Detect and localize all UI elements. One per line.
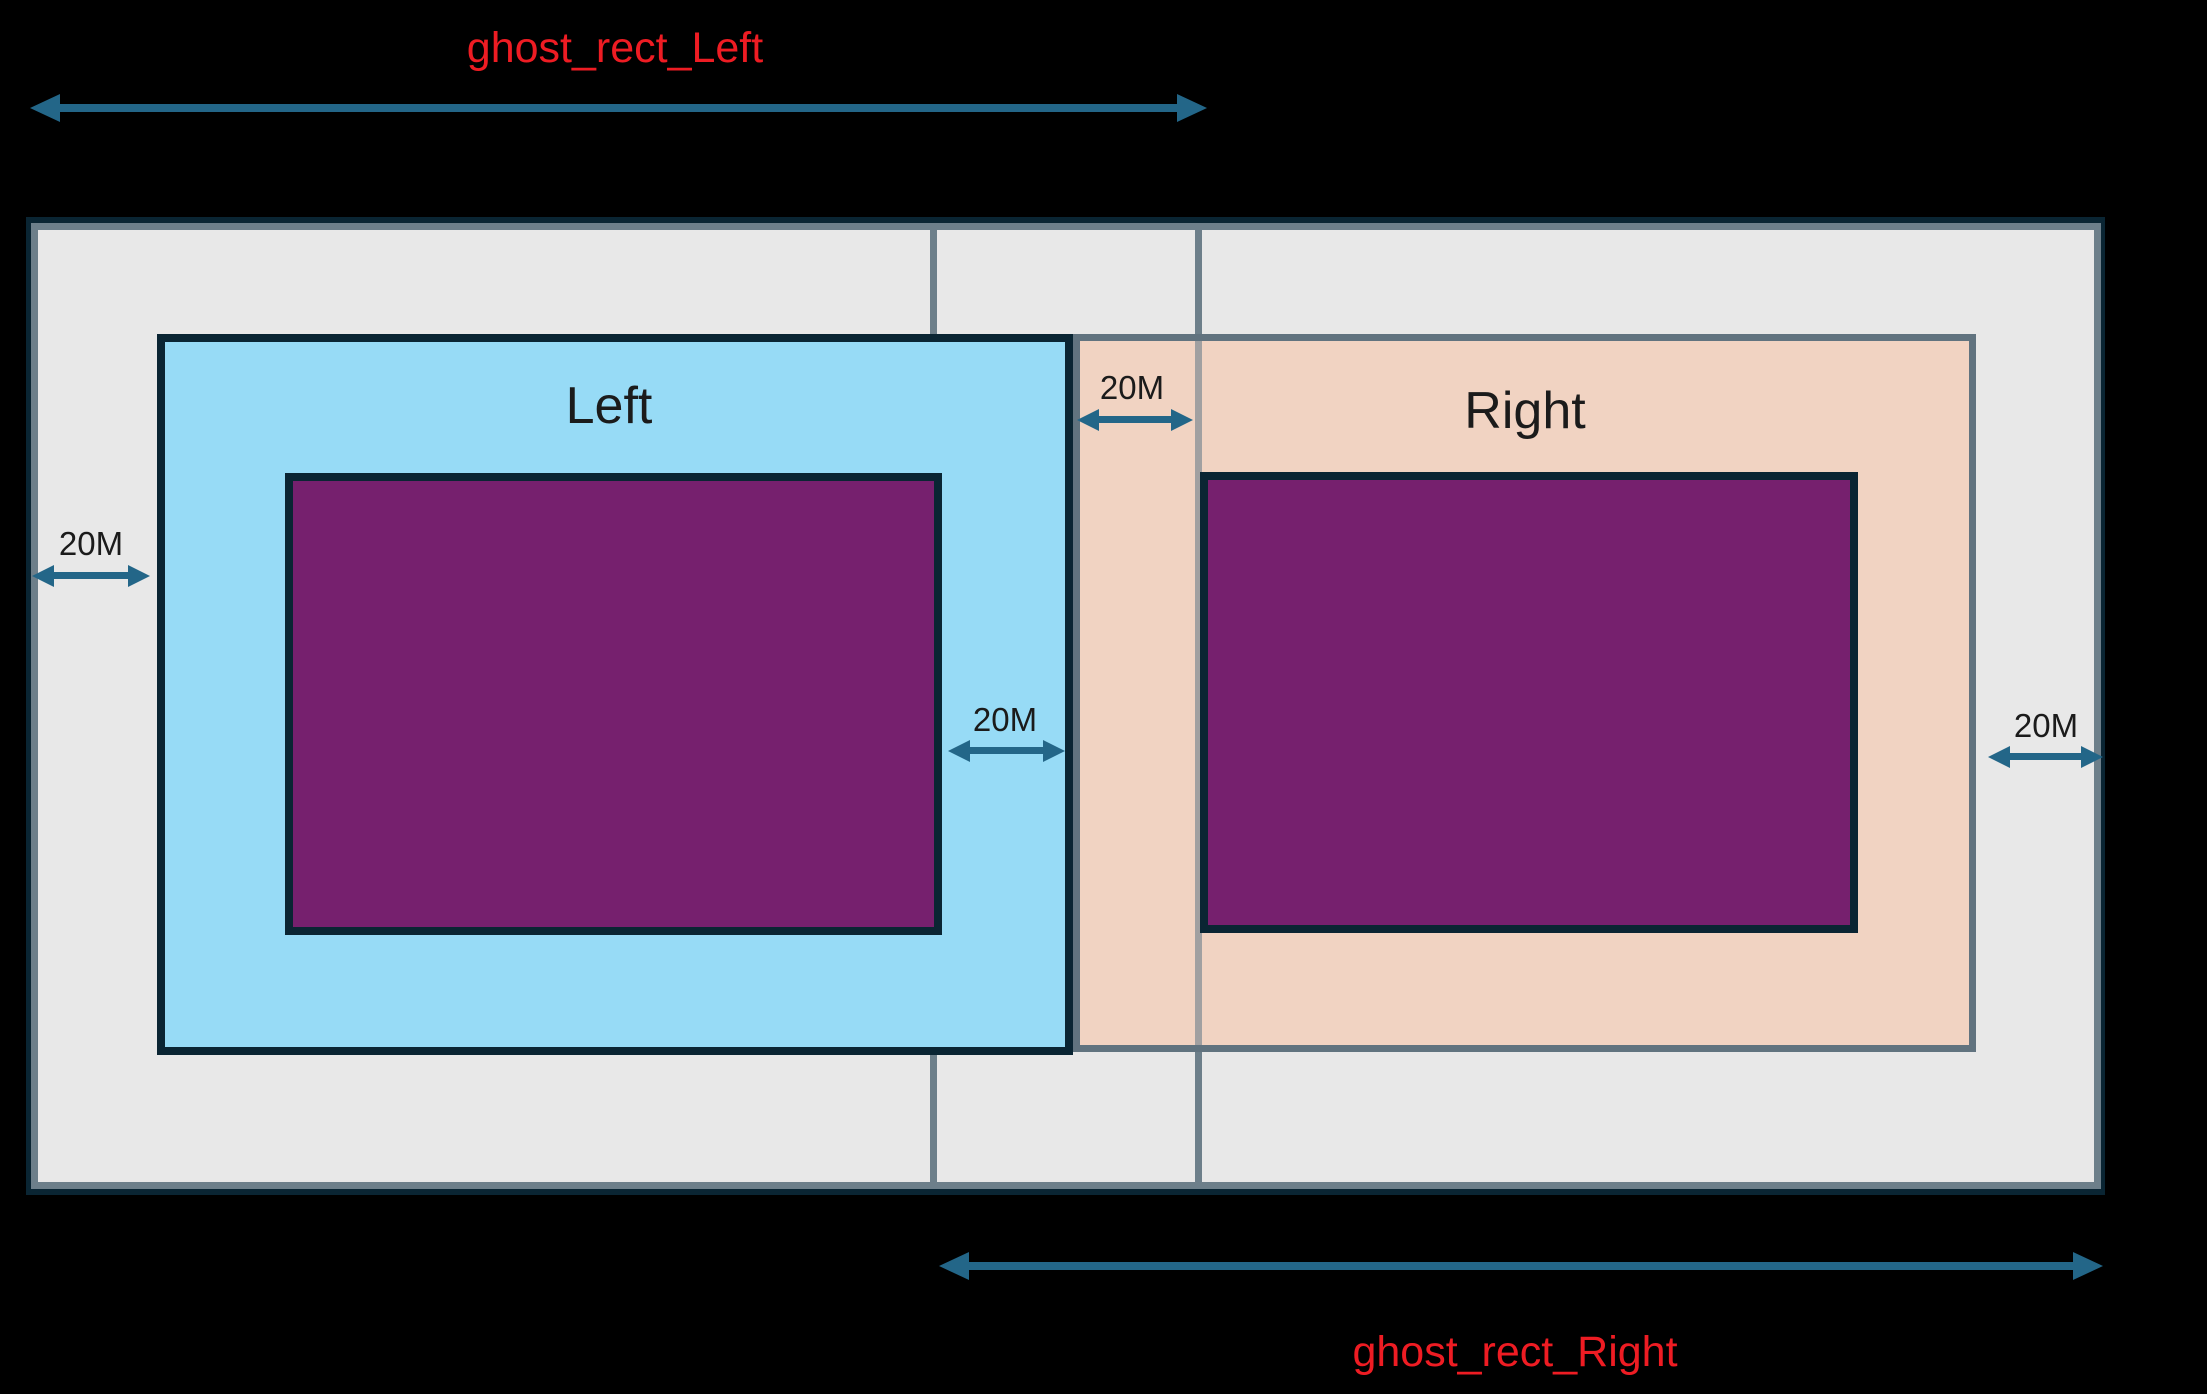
right-inner-rect	[1200, 472, 1858, 933]
ghost-rect-right-label: ghost_rect_Right	[1352, 1328, 1678, 1376]
left-inner-rect	[285, 473, 942, 935]
ghost-left-edge-overlay	[1195, 341, 1202, 1045]
margin-arrow-overlap-top	[1099, 416, 1171, 423]
margin-label-outer-right: 20M	[2013, 707, 2079, 744]
ghost-rect-right-extent-arrow	[969, 1262, 2073, 1270]
margin-label-outer-left: 20M	[58, 525, 124, 562]
margin-label-left-inner: 20M	[972, 701, 1038, 738]
margin-arrow-outer-left	[54, 572, 128, 579]
ghost-rect-left-extent-arrow	[60, 104, 1177, 112]
margin-label-overlap-top: 20M	[1099, 369, 1165, 406]
right-rect-label: Right	[1464, 382, 1586, 440]
ghost-rect-left-label: ghost_rect_Left	[466, 24, 764, 72]
margin-arrow-left-inner	[970, 747, 1043, 754]
left-rect-label: Left	[565, 377, 653, 435]
margin-arrow-outer-right	[2010, 753, 2081, 760]
